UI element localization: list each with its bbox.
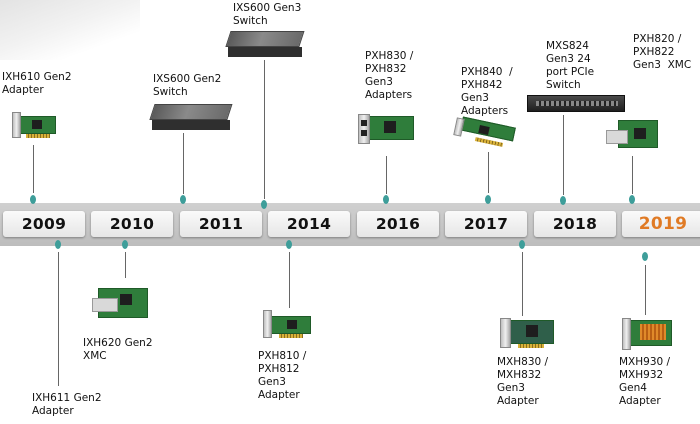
connector-pxh830	[386, 156, 387, 194]
label-pxh840: PXH840 / PXH842 Gen3 Adapters	[461, 66, 513, 117]
year-2019: 2019	[622, 211, 700, 237]
year-2014: 2014	[268, 211, 350, 237]
connector-pxh840	[488, 152, 489, 193]
corner-shade	[0, 0, 140, 60]
dot-ixs600-gen3	[261, 200, 267, 209]
ixs600-gen2-switch-image	[149, 104, 233, 130]
label-mxs824: MXS824 Gen3 24 port PCIe Switch	[546, 40, 595, 91]
mxh930-card-image	[622, 318, 674, 352]
label-pxh810: PXH810 / PXH812 Gen3 Adapter	[258, 350, 307, 401]
connector-mxs824	[563, 115, 564, 195]
year-2016: 2016	[357, 211, 439, 237]
connector-mxh930	[645, 265, 646, 315]
ixs600-gen3-switch-image	[225, 31, 305, 57]
dot-ixh611	[55, 240, 61, 249]
label-pxh820: PXH820 / PXH822 Gen3 XMC	[633, 33, 692, 71]
pxh840-card-image	[453, 116, 517, 147]
year-2011: 2011	[180, 211, 262, 237]
pxh830-card-image	[358, 114, 416, 144]
label-mxh930: MXH930 / MXH932 Gen4 Adapter	[619, 356, 671, 407]
dot-pxh830	[383, 195, 389, 204]
label-pxh830: PXH830 / PXH832 Gen3 Adapters	[365, 50, 414, 101]
ixh610-card-image	[12, 112, 56, 140]
year-2010: 2010	[91, 211, 173, 237]
mxs824-switch-image	[527, 95, 625, 112]
label-mxh830: MXH830 / MXH832 Gen3 Adapter	[497, 356, 549, 407]
pxh820-xmc-image	[606, 120, 658, 152]
dot-mxs824	[560, 196, 566, 205]
dot-pxh820	[629, 195, 635, 204]
label-ixs600-gen3: IXS600 Gen3 Switch	[233, 2, 302, 27]
dot-ixh610	[30, 195, 36, 204]
connector-mxh830	[522, 252, 523, 316]
connector-ixs600-gen3	[264, 60, 265, 199]
label-ixs600-gen2: IXS600 Gen2 Switch	[153, 73, 222, 98]
connector-pxh810	[289, 252, 290, 308]
connector-ixh620	[125, 252, 126, 278]
dot-pxh810	[286, 240, 292, 249]
year-2018: 2018	[534, 211, 616, 237]
dot-ixs600-gen2	[180, 195, 186, 204]
connector-ixs600-gen2	[183, 133, 184, 194]
label-ixh611: IXH611 Gen2 Adapter	[32, 392, 102, 417]
dot-mxh830	[519, 240, 525, 249]
connector-pxh820	[632, 156, 633, 194]
dot-pxh840	[485, 195, 491, 204]
mxh830-card-image	[500, 318, 556, 350]
ixh620-xmc-image	[92, 286, 150, 322]
connector-ixh610	[33, 145, 34, 193]
dot-mxh930	[642, 252, 648, 261]
connector-ixh611	[58, 252, 59, 386]
label-ixh620: IXH620 Gen2 XMC	[83, 337, 153, 362]
dot-ixh620	[122, 240, 128, 249]
year-2017: 2017	[445, 211, 527, 237]
label-ixh610: IXH610 Gen2 Adapter	[2, 71, 72, 96]
pxh810-card-image	[263, 310, 313, 340]
year-2009: 2009	[3, 211, 85, 237]
